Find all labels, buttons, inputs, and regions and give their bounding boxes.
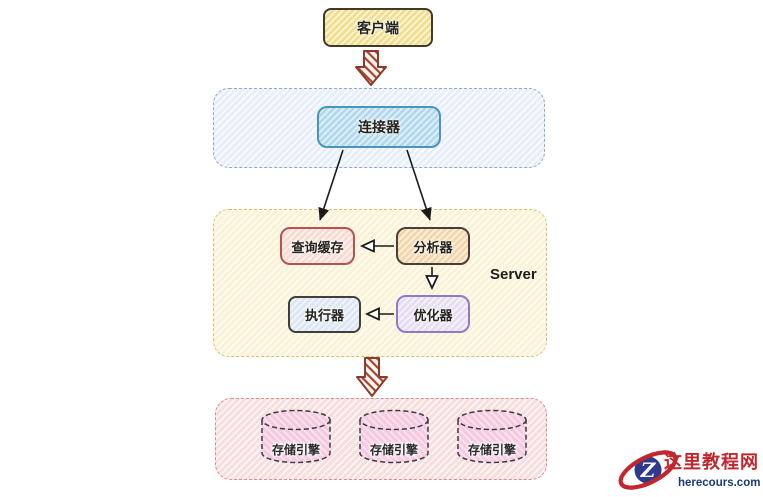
client-box: 客户端	[323, 8, 433, 47]
server-to-storage-arrow	[356, 357, 388, 397]
logo-letter: Z	[640, 458, 657, 482]
storage-layer	[215, 398, 547, 480]
analyzer-box: 分析器	[396, 227, 470, 265]
storage-engine-label: 存储引擎	[369, 442, 418, 457]
query-cache-label: 查询缓存	[291, 239, 344, 255]
optimizer-box: 优化器	[396, 295, 470, 333]
query-cache-box: 查询缓存	[280, 227, 355, 265]
connector-box: 连接器	[317, 106, 441, 148]
server-layer	[213, 209, 547, 357]
optimizer-label: 优化器	[413, 307, 453, 323]
client-to-connector-arrow	[355, 50, 387, 86]
executor-box: 执行器	[288, 296, 361, 333]
server-label: Server	[490, 266, 537, 283]
site-name: 这里教程网	[664, 452, 759, 473]
executor-label: 执行器	[304, 308, 344, 323]
site-url: herecours.com	[678, 477, 761, 489]
analyzer-label: 分析器	[413, 239, 453, 255]
storage-engine-label: 存储引擎	[467, 442, 516, 457]
storage-engine-label: 存储引擎	[271, 442, 320, 457]
connector-label: 连接器	[358, 119, 400, 135]
client-label: 客户端	[357, 19, 399, 36]
